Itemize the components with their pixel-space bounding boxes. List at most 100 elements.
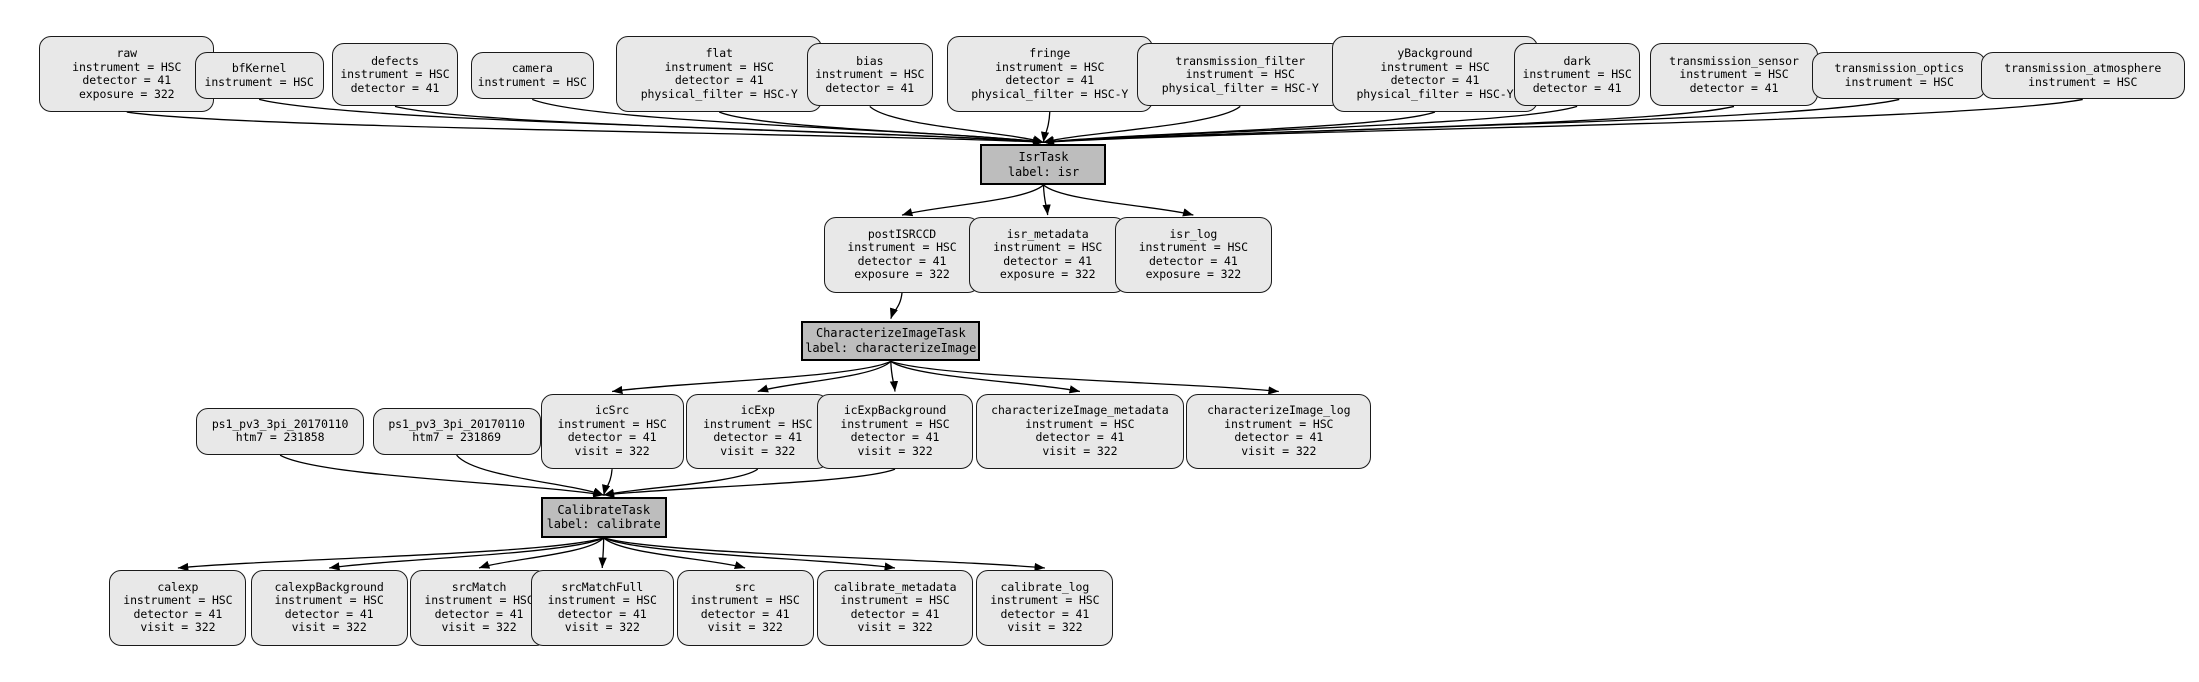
node-attr: detector = 41 bbox=[700, 606, 790, 621]
node-attr: visit = 322 bbox=[564, 620, 640, 635]
node-attr: detector = 41 bbox=[825, 80, 915, 95]
node-attr: instrument = HSC bbox=[990, 593, 1100, 608]
node-title: calexp bbox=[157, 579, 199, 594]
node-attr: detector = 41 bbox=[557, 606, 647, 621]
node-attr: instrument = HSC bbox=[557, 416, 667, 431]
node-attr: detector = 41 bbox=[133, 606, 223, 621]
node-attr: instrument = HSC bbox=[1138, 240, 1248, 255]
node-attr: exposure = 322 bbox=[1145, 267, 1242, 282]
edge-CalibrateTask-to-calexp bbox=[177, 537, 604, 572]
node-attr: htm7 = 231869 bbox=[412, 430, 501, 445]
node-title: dark bbox=[1563, 53, 1591, 68]
node-title: bias bbox=[856, 53, 884, 68]
node-attr: physical_filter = HSC-Y bbox=[971, 86, 1129, 101]
node-attr: instrument = HSC bbox=[477, 74, 587, 89]
node-attr: instrument = HSC bbox=[274, 593, 384, 608]
edge-CalibrateTask-to-src bbox=[603, 537, 746, 570]
node-attr: detector = 41 bbox=[1234, 430, 1324, 445]
node-attr: instrument = HSC bbox=[995, 59, 1105, 74]
edge-CharacterizeImageTask-to-icExp bbox=[757, 360, 892, 393]
node-attr: detector = 41 bbox=[567, 430, 657, 445]
node-attr: instrument = HSC bbox=[1224, 416, 1334, 431]
node-title: calibrate_log bbox=[1000, 579, 1090, 594]
node-attr: instrument = HSC bbox=[664, 59, 774, 74]
node-attr: visit = 322 bbox=[1042, 443, 1118, 458]
node-title: yBackground bbox=[1397, 46, 1473, 61]
node-attr: instrument = HSC bbox=[840, 593, 950, 608]
node-title: transmission_optics bbox=[1834, 61, 1965, 76]
edge-CalibrateTask-to-calexpBackground bbox=[329, 537, 604, 571]
node-attr: detector = 41 bbox=[1000, 606, 1090, 621]
edge-raw-to-IsrTask bbox=[126, 111, 1044, 146]
node-title: isr_metadata bbox=[1006, 226, 1089, 241]
node-attr: visit = 322 bbox=[140, 620, 216, 635]
edge-CalibrateTask-to-srcMatchFull bbox=[598, 537, 607, 568]
node-title: isr_log bbox=[1169, 226, 1218, 241]
node-attr: instrument = HSC bbox=[847, 240, 957, 255]
node-attr: visit = 322 bbox=[291, 620, 367, 635]
node-attr: exposure = 322 bbox=[999, 267, 1096, 282]
edge-bias-to-IsrTask bbox=[869, 105, 1044, 144]
node-title: defects bbox=[371, 53, 419, 68]
node-attr: detector = 41 bbox=[82, 73, 172, 88]
node-attr: detector = 41 bbox=[1005, 73, 1095, 88]
node-attr: instrument = HSC bbox=[123, 593, 233, 608]
graph-edges bbox=[126, 98, 2083, 572]
node-title: ps1_pv3_3pi_20170110 bbox=[211, 416, 349, 431]
node-attr: detector = 41 bbox=[1003, 253, 1093, 268]
node-attr: instrument = HSC bbox=[72, 59, 182, 74]
edge-CharacterizeImageTask-to-characterizeImage_log bbox=[890, 360, 1279, 395]
node-title: bfKernel bbox=[231, 61, 287, 76]
edge-dark-to-IsrTask bbox=[1043, 105, 1578, 146]
node-attr: instrument = HSC bbox=[1185, 67, 1295, 82]
node-title: characterizeImage_metadata bbox=[991, 403, 1169, 418]
node-title: camera bbox=[511, 61, 553, 76]
node-attr: label: isr bbox=[1007, 164, 1080, 179]
edge-defects-to-IsrTask bbox=[394, 105, 1044, 146]
edge-ps1_231858-to-CalibrateTask bbox=[279, 454, 604, 498]
node-title: flat bbox=[705, 46, 733, 61]
node-title: icExpBackground bbox=[843, 403, 947, 418]
node-attr: visit = 322 bbox=[707, 620, 783, 635]
node-attr: instrument = HSC bbox=[1844, 74, 1954, 89]
node-title: characterizeImage_log bbox=[1207, 403, 1351, 418]
node-attr: instrument = HSC bbox=[840, 416, 950, 431]
node-attr: instrument = HSC bbox=[815, 67, 925, 82]
edge-IsrTask-to-isr_log bbox=[1043, 184, 1194, 217]
edge-icExp-to-CalibrateTask bbox=[603, 468, 759, 497]
